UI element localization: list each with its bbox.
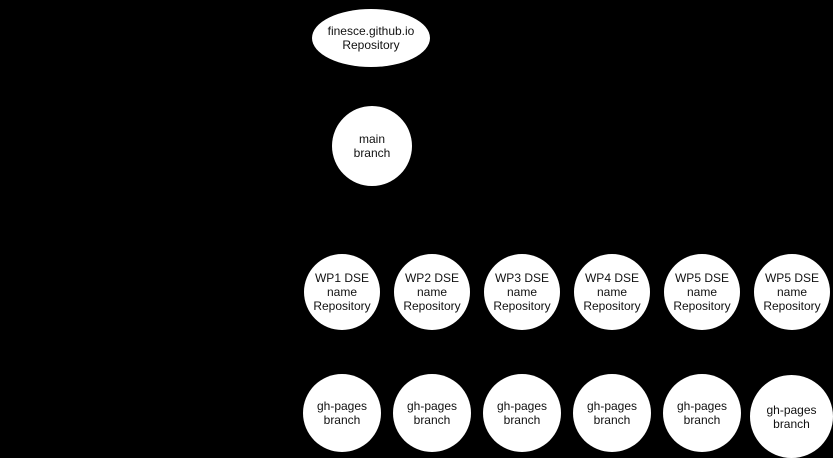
finesce-repository-node: finesce.github.io Repository (312, 9, 430, 67)
node-label: branch (683, 413, 721, 427)
node-label: branch (503, 413, 541, 427)
dse-repository-node-5: WP5 DSE name Repository (664, 254, 740, 330)
node-label: Repository (763, 299, 821, 313)
gh-pages-branch-node-3: gh-pages branch (483, 374, 561, 452)
node-label: name (416, 285, 448, 299)
node-label: WP1 DSE (314, 271, 369, 285)
node-label: Repository (403, 299, 461, 313)
node-label: name (596, 285, 628, 299)
dse-repository-node-2: WP2 DSE name Repository (394, 254, 470, 330)
node-label: name (326, 285, 358, 299)
node-label: Repository (583, 299, 641, 313)
node-label: finesce.github.io (327, 24, 415, 38)
node-label: name (506, 285, 538, 299)
node-label: Repository (673, 299, 731, 313)
gh-pages-branch-node-1: gh-pages branch (303, 374, 381, 452)
node-label: branch (773, 416, 810, 431)
gh-pages-branch-node-4: gh-pages branch (573, 374, 651, 452)
node-label: branch (593, 413, 631, 427)
node-label: WP5 DSE (764, 271, 819, 285)
node-label: WP4 DSE (584, 271, 639, 285)
gh-pages-branch-node-6: gh-pages branch (750, 375, 833, 458)
dse-repository-node-3: WP3 DSE name Repository (484, 254, 560, 330)
node-label: Repository (342, 38, 400, 52)
node-label: name (776, 285, 808, 299)
node-label: branch (413, 413, 451, 427)
node-label: WP2 DSE (404, 271, 459, 285)
gh-pages-branch-node-5: gh-pages branch (663, 374, 741, 452)
dse-repository-node-6: WP5 DSE name Repository (754, 254, 830, 330)
node-label: branch (323, 413, 361, 427)
main-branch-node: main branch (332, 106, 412, 186)
node-label: name (686, 285, 718, 299)
node-label: WP5 DSE (674, 271, 729, 285)
node-label: Repository (493, 299, 551, 313)
node-label: gh-pages (766, 402, 817, 417)
node-label: gh-pages (676, 399, 728, 413)
node-label: gh-pages (406, 399, 458, 413)
dse-repository-node-1: WP1 DSE name Repository (304, 254, 380, 330)
node-label: gh-pages (316, 399, 368, 413)
node-label: Repository (313, 299, 371, 313)
node-label: main (358, 132, 385, 146)
node-label: gh-pages (496, 399, 548, 413)
node-label: branch (353, 146, 391, 160)
gh-pages-branch-node-2: gh-pages branch (393, 374, 471, 452)
dse-repository-node-4: WP4 DSE name Repository (574, 254, 650, 330)
node-label: WP3 DSE (494, 271, 549, 285)
node-label: gh-pages (586, 399, 638, 413)
